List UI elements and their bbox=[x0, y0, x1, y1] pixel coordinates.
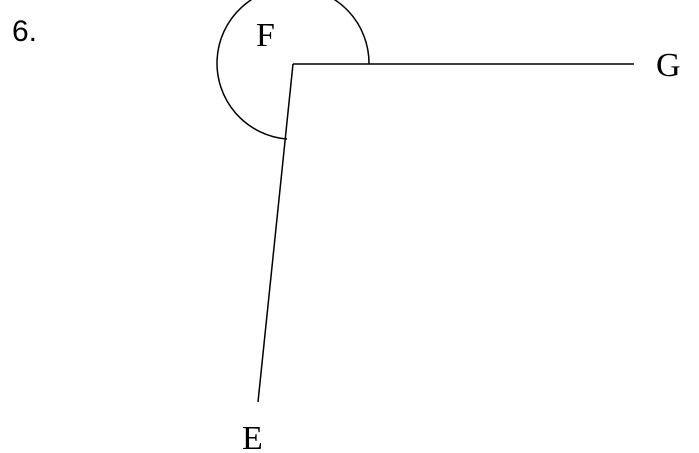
vertex-label-f: F bbox=[256, 17, 275, 54]
reflex-angle-arc bbox=[216, 0, 370, 140]
ray-fe bbox=[257, 63, 294, 403]
vertex-label-g: G bbox=[656, 47, 681, 84]
vertex-label-e: E bbox=[242, 420, 263, 453]
problem-number: 6. bbox=[12, 15, 37, 48]
